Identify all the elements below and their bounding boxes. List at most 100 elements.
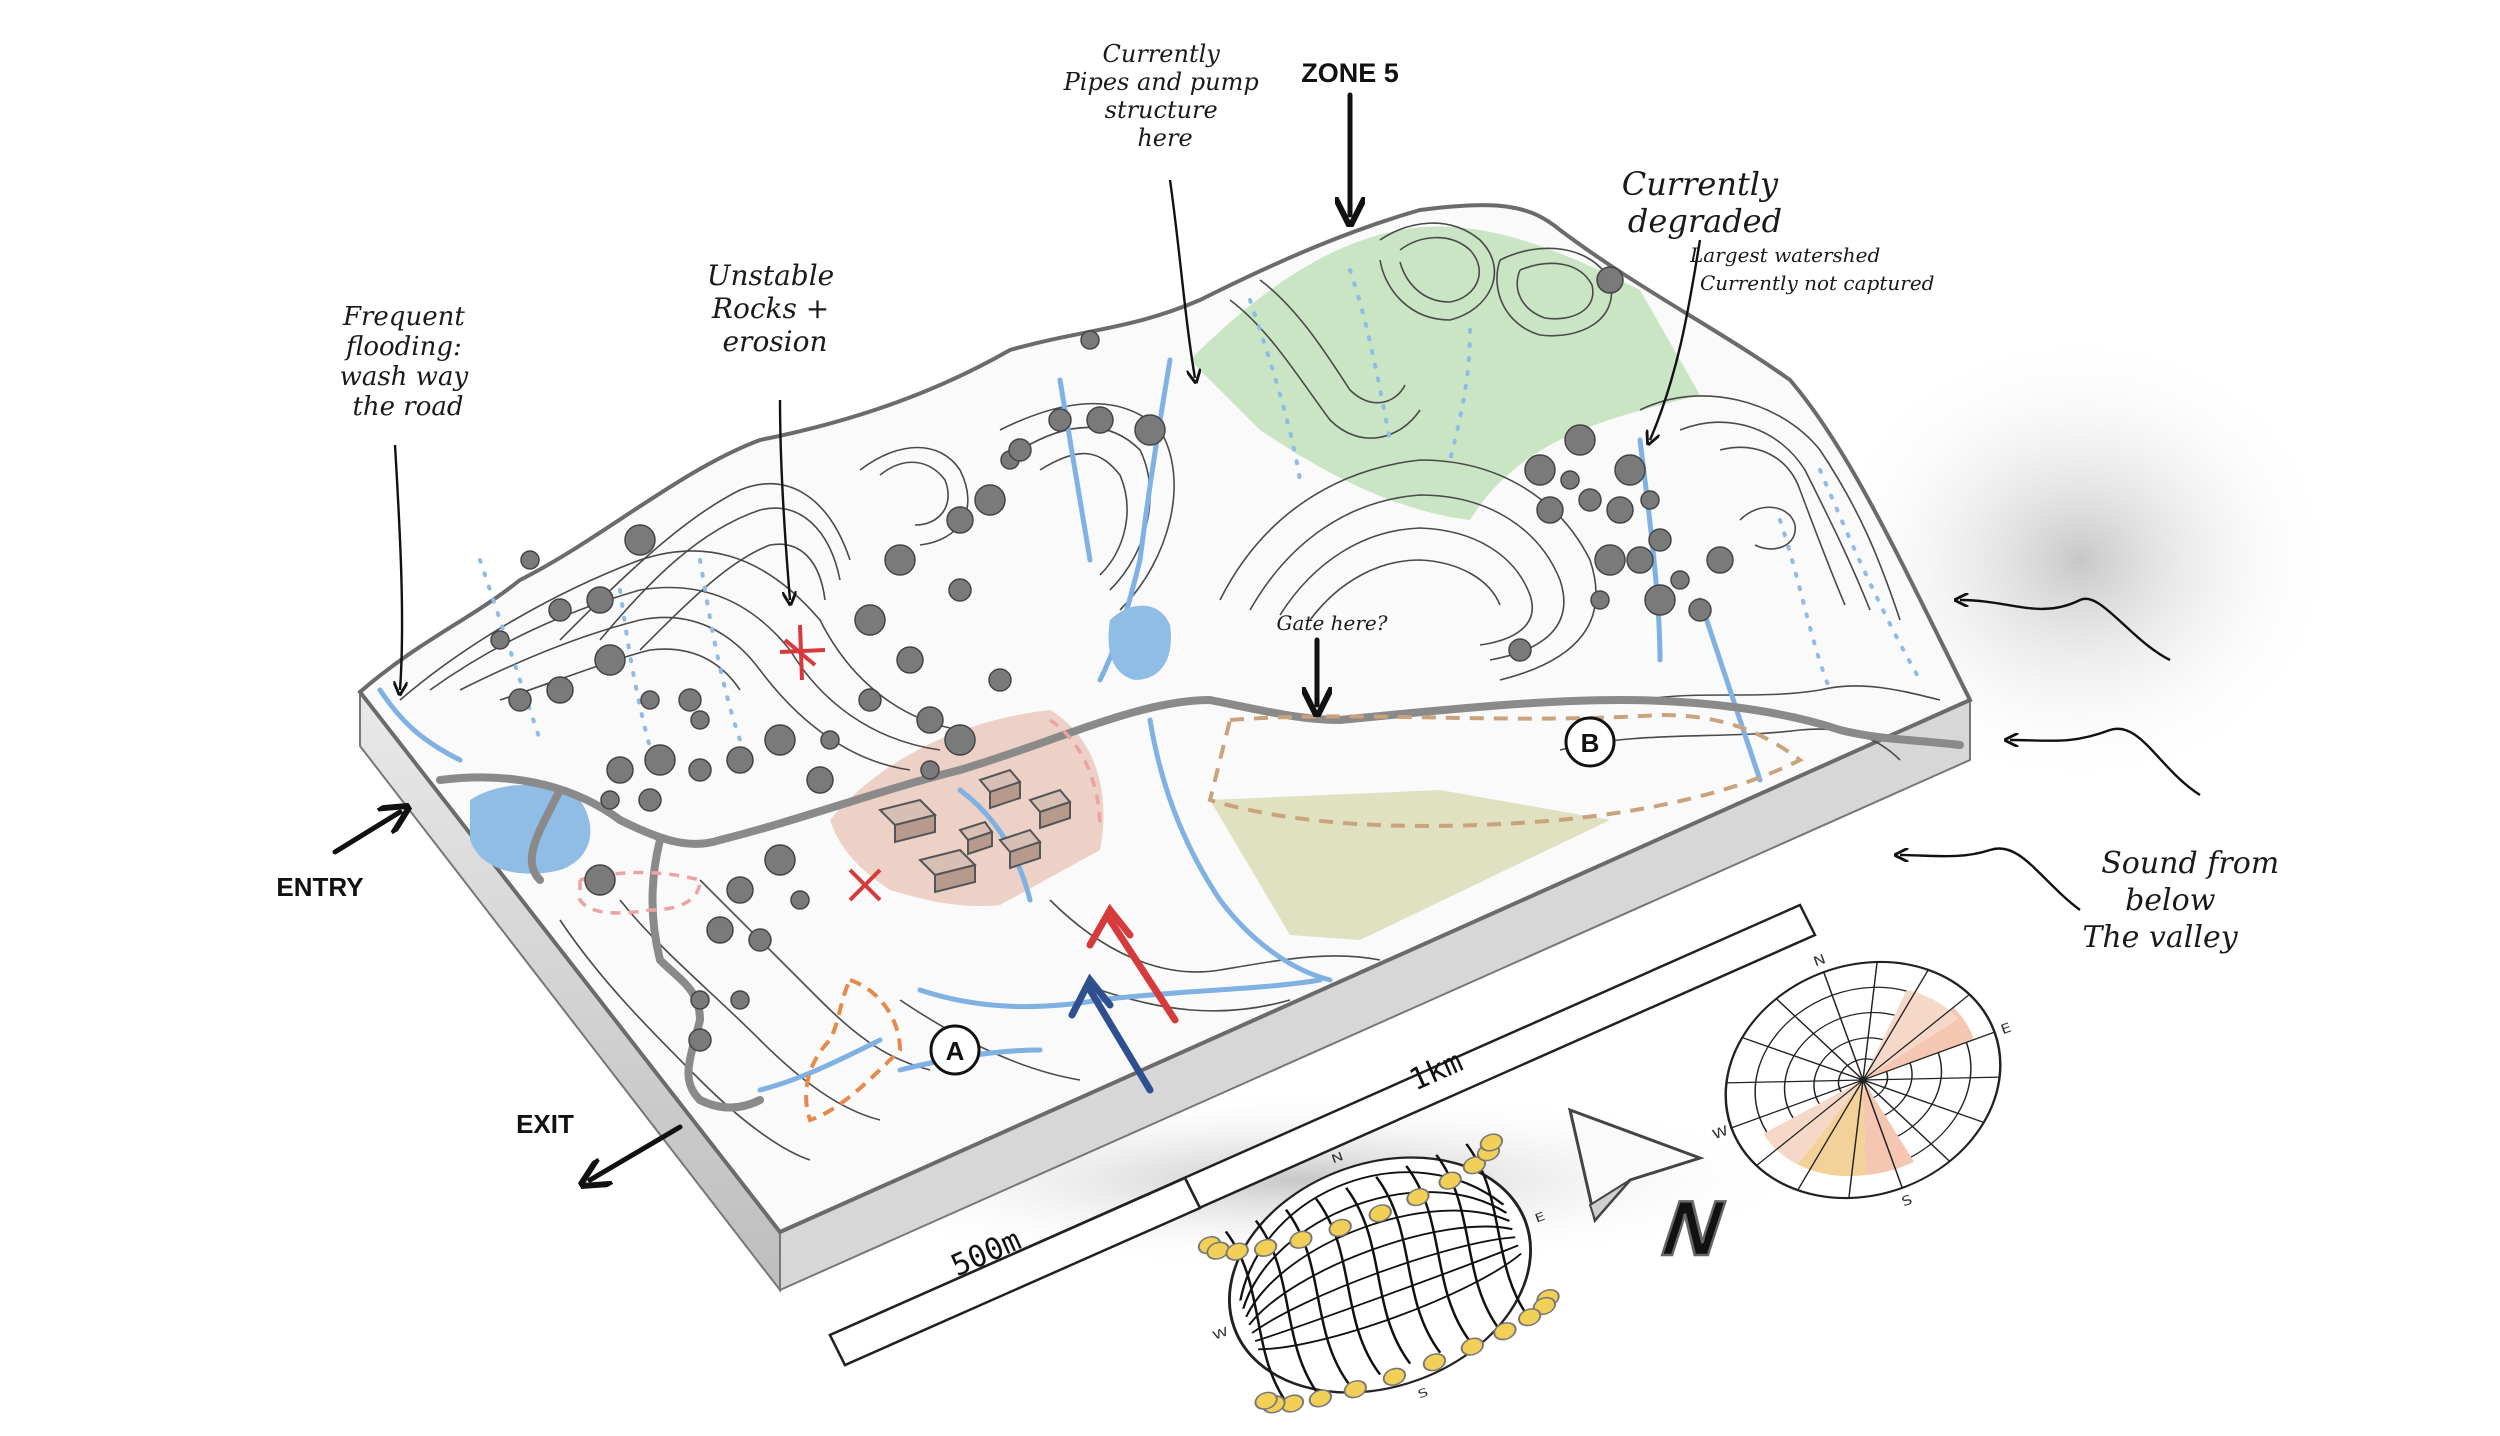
sun-position-dot xyxy=(1422,1353,1447,1372)
svg-text:A: A xyxy=(946,1036,965,1066)
sun-arc xyxy=(1242,1191,1508,1309)
hour-line xyxy=(1284,1209,1352,1387)
tree xyxy=(1670,570,1690,590)
tree xyxy=(948,578,972,602)
sun-arc xyxy=(1245,1209,1511,1317)
rose-spoke xyxy=(1797,1079,1864,1191)
village-buildings xyxy=(878,768,1072,894)
tree xyxy=(820,730,840,750)
tree xyxy=(548,598,572,622)
svg-text:E: E xyxy=(1533,1210,1547,1226)
tree xyxy=(946,506,974,534)
terrain-top-surface xyxy=(357,203,1973,1235)
tree xyxy=(490,630,510,650)
tree xyxy=(764,724,796,756)
tree xyxy=(1614,454,1646,486)
sun-position-dot xyxy=(1479,1133,1504,1152)
tree xyxy=(764,844,796,876)
tree xyxy=(726,746,754,774)
sun-position-dot xyxy=(1328,1218,1352,1237)
sun-position-dot xyxy=(1368,1204,1392,1223)
rose-spoke xyxy=(1731,1079,1864,1129)
svg-text:W: W xyxy=(1211,1325,1231,1343)
sun-arc xyxy=(1251,1236,1516,1334)
tree xyxy=(546,676,574,704)
unstable-rocks-annotation: Unstable Rocks + erosion xyxy=(707,259,843,358)
rose-spoke xyxy=(1862,1079,1985,1124)
tree xyxy=(594,644,626,676)
svg-text:N: N xyxy=(1811,951,1827,969)
tree xyxy=(1644,584,1676,616)
sound-annotation: Sound from below The valley xyxy=(2082,846,2288,955)
tree xyxy=(1536,496,1564,524)
building xyxy=(978,768,1022,810)
sun-position-dot xyxy=(1253,1238,1278,1257)
zone-b-boundary xyxy=(1207,712,1804,828)
tree xyxy=(1640,490,1660,510)
tree xyxy=(726,876,754,904)
tree xyxy=(1706,546,1734,574)
svg-text:Unstable Rocks + e: Unstable Rocks + erosion xyxy=(707,259,843,358)
svg-text:E: E xyxy=(1999,1020,2014,1038)
tree xyxy=(1648,528,1672,552)
svg-text:Sound from below T: Sound from below The valley xyxy=(2082,846,2288,955)
svg-text:W: W xyxy=(1710,1123,1730,1143)
village-dashed-boundary xyxy=(1049,718,1102,831)
tree xyxy=(638,788,662,812)
entry-label: ENTRY xyxy=(276,872,363,902)
svg-text:Largest watershed Curren: Largest watershed Currently not captured xyxy=(1689,243,1934,295)
tree xyxy=(606,756,634,784)
field-zone xyxy=(1210,790,1610,940)
tree xyxy=(884,544,916,576)
tree xyxy=(600,790,620,810)
tree xyxy=(1508,638,1532,662)
tree xyxy=(854,604,886,636)
sun-position-dot xyxy=(1460,1337,1485,1356)
sun-path-diagram: N E S W xyxy=(1197,1133,1560,1414)
svg-text:S: S xyxy=(1900,1192,1915,1210)
tree xyxy=(640,690,660,710)
rose-spoke xyxy=(1741,1036,1864,1081)
sound-arrows xyxy=(1900,599,2201,911)
tree xyxy=(1134,414,1166,446)
tree xyxy=(1626,546,1654,574)
pipes-annotation: Currently Pipes and pump structure here xyxy=(1063,40,1259,152)
tree xyxy=(706,916,734,944)
tree xyxy=(858,688,882,712)
building xyxy=(998,828,1042,870)
tree xyxy=(1560,470,1580,490)
rose-spoke xyxy=(1862,1031,1995,1081)
hour-line xyxy=(1314,1198,1382,1376)
rose-spoke xyxy=(1823,971,1864,1081)
flooding-annotation: Frequent flooding: wash way the road xyxy=(340,302,469,422)
rose-spoke xyxy=(1862,1079,1951,1162)
hour-line xyxy=(1345,1187,1412,1365)
tree xyxy=(644,744,676,776)
sun-position-dot xyxy=(1493,1322,1517,1341)
sun-arc xyxy=(1257,1252,1522,1351)
svg-text:S: S xyxy=(1416,1386,1430,1402)
tree xyxy=(1596,266,1624,294)
hour-line xyxy=(1405,1165,1472,1343)
sun-position-dot xyxy=(1308,1389,1333,1408)
building xyxy=(958,820,994,856)
red-direction-arrow xyxy=(1086,903,1179,1024)
orange-dashed-zone xyxy=(804,977,903,1123)
sun-arc xyxy=(1248,1225,1513,1326)
svg-text:N: N xyxy=(1330,1150,1346,1167)
scale-bar: 1km 500m xyxy=(828,903,1817,1367)
tree xyxy=(730,990,750,1010)
tree xyxy=(1524,454,1556,486)
blue-direction-arrow xyxy=(1068,973,1154,1094)
tree xyxy=(920,760,940,780)
tree xyxy=(1590,590,1610,610)
tree xyxy=(1008,438,1032,462)
rose-spoke xyxy=(1862,1076,2000,1081)
dashed-zones xyxy=(578,712,1804,1123)
trees xyxy=(490,266,1734,1052)
sun-position-dot xyxy=(1343,1380,1367,1399)
tree xyxy=(1688,598,1712,622)
tree xyxy=(520,550,540,570)
sun-position-dot xyxy=(1462,1156,1487,1175)
